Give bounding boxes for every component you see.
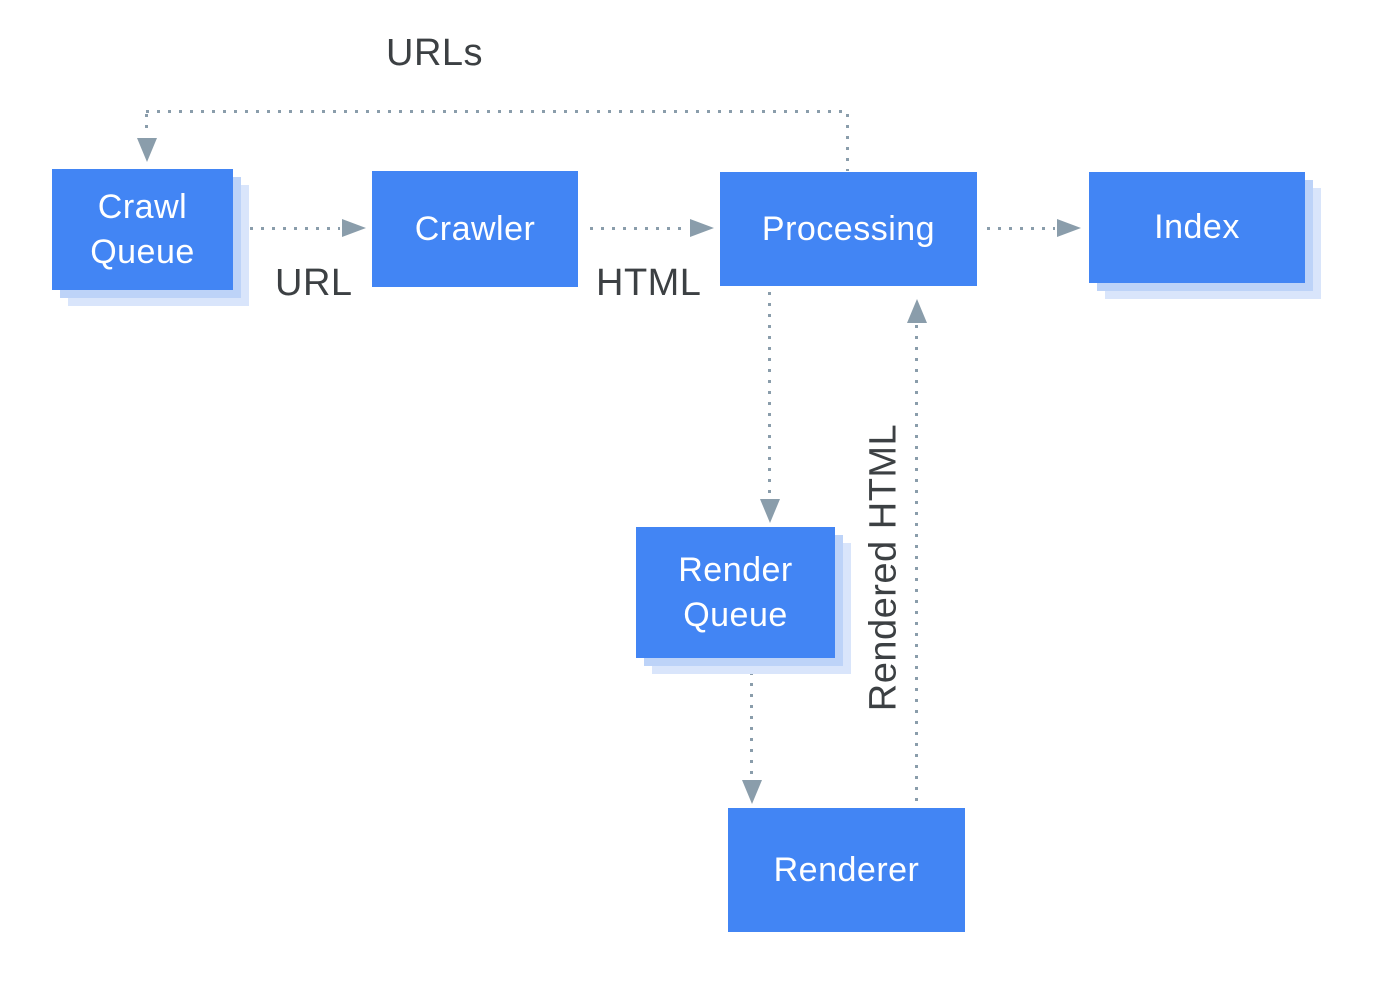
node-crawler: Crawler [372, 171, 578, 287]
edge-processing-index-arrowhead-icon [1057, 219, 1081, 237]
node-crawl-queue-label: Crawl Queue [90, 187, 195, 271]
node-index: Index [1089, 172, 1305, 283]
edge-crawlqueue-crawler-arrowhead-icon [342, 219, 366, 237]
edge-crawler-processing-line [590, 227, 686, 230]
edge-crawler-processing-arrowhead-icon [690, 219, 714, 237]
node-crawl-queue: Crawl Queue [52, 169, 233, 290]
node-processing-label: Processing [761, 209, 936, 248]
edge-label-url: URL [275, 262, 353, 304]
edge-crawlqueue-crawler-line [250, 227, 340, 230]
node-render-queue: Render Queue [636, 527, 835, 658]
edge-label-urls: URLs [386, 32, 484, 74]
edge-urls-loop-horizontal-line [146, 110, 848, 113]
node-renderer-label: Renderer [773, 850, 920, 889]
edge-label-rendered-html: Rendered HTML [862, 423, 905, 712]
edge-label-html: HTML [596, 262, 702, 304]
node-crawler-label: Crawler [414, 209, 536, 248]
node-processing: Processing [720, 172, 977, 286]
edge-processing-renderqueue-arrowhead-icon [760, 499, 780, 523]
edge-renderqueue-renderer-arrowhead-icon [742, 780, 762, 804]
edge-renderer-processing-arrowhead-icon [907, 299, 927, 323]
node-renderer: Renderer [728, 808, 965, 932]
edge-processing-index-line [987, 227, 1055, 230]
edge-renderer-processing-line [915, 325, 918, 806]
edge-urls-loop-right-vertical-line [846, 114, 849, 171]
node-render-queue-label: Render Queue [678, 550, 793, 634]
edge-processing-renderqueue-line [768, 292, 771, 498]
edge-urls-loop-arrowhead-icon [137, 138, 157, 162]
node-index-label: Index [1154, 208, 1240, 246]
edge-urls-loop-left-vertical-line [145, 114, 148, 136]
edge-renderqueue-renderer-line [750, 661, 753, 779]
